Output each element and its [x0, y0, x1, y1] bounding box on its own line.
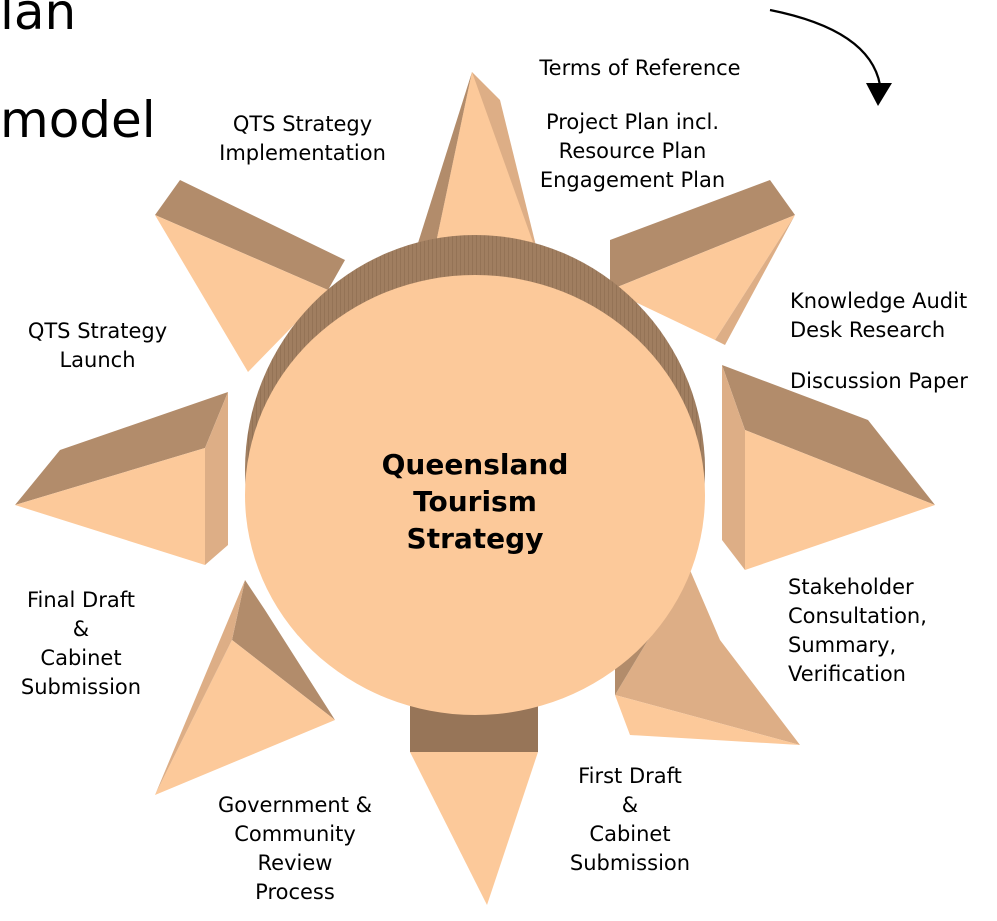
ray-bottom-left	[155, 580, 335, 795]
stage-label-stakeholder: Stakeholder Consultation, Summary, Verif…	[788, 573, 927, 689]
stage-line: Terms of Reference	[539, 56, 741, 80]
stage-label-knowledge: Knowledge Audit Desk Research	[790, 287, 967, 345]
stage-label-implementation: QTS Strategy Implementation	[200, 110, 405, 168]
stage-line: Cabinet	[589, 822, 671, 846]
center-hub	[245, 235, 705, 715]
stage-line: First Draft	[578, 764, 682, 788]
stage-line: Review	[257, 851, 333, 875]
stage-label-terms: Terms of Reference	[500, 54, 780, 83]
ray-right	[722, 365, 935, 570]
ray-top-right	[610, 180, 795, 345]
stage-label-project-plan: Project Plan incl. Resource Plan Engagem…	[490, 108, 775, 195]
center-label-line3: Strategy	[406, 522, 544, 555]
stage-line: Verification	[788, 662, 906, 686]
stage-line: Implementation	[219, 141, 386, 165]
stage-label-final-draft: Final Draft & Cabinet Submission	[0, 586, 162, 702]
stage-label-review: Government & Community Review Process	[195, 791, 395, 907]
center-label: Queensland Tourism Strategy	[335, 446, 615, 557]
stage-line: Knowledge Audit	[790, 289, 968, 313]
stage-label-launch: QTS Strategy Launch	[0, 317, 195, 375]
stage-line: Resource Plan	[558, 139, 707, 163]
stage-line: Engagement Plan	[539, 168, 726, 192]
stage-line: Process	[255, 880, 335, 904]
cycle-direction-arrow	[769, 8, 892, 106]
stage-line: QTS Strategy	[232, 112, 373, 136]
stage-line: Community	[234, 822, 356, 846]
stage-line: Submission	[569, 851, 691, 875]
stage-label-first-draft: First Draft & Cabinet Submission	[540, 762, 720, 878]
stage-line: &	[72, 617, 90, 641]
stage-line: Government &	[217, 793, 372, 817]
title-fragment-line1: lan	[0, 0, 77, 41]
stage-line: Final Draft	[26, 588, 135, 612]
stage-label-discussion: Discussion Paper	[790, 367, 968, 396]
stage-line: Discussion Paper	[790, 369, 968, 393]
stage-line: Submission	[20, 675, 142, 699]
stage-line: &	[621, 793, 639, 817]
ray-top	[412, 72, 540, 262]
stage-line: QTS Strategy	[27, 319, 168, 343]
stage-line: Project Plan incl.	[545, 110, 720, 134]
stage-line: Stakeholder	[788, 575, 914, 599]
stage-line: Cabinet	[40, 646, 122, 670]
stage-line: Desk Research	[790, 318, 946, 342]
title-fragment-line2: model	[0, 91, 156, 149]
center-label-line1: Queensland	[381, 448, 569, 481]
stage-line: Summary,	[788, 633, 897, 657]
center-label-line2: Tourism	[413, 485, 537, 518]
ray-bottom	[410, 705, 538, 905]
ray-left	[15, 392, 228, 565]
ray-top-left	[155, 180, 345, 372]
stage-line: Consultation,	[788, 604, 927, 628]
stage-line: Launch	[59, 348, 136, 372]
